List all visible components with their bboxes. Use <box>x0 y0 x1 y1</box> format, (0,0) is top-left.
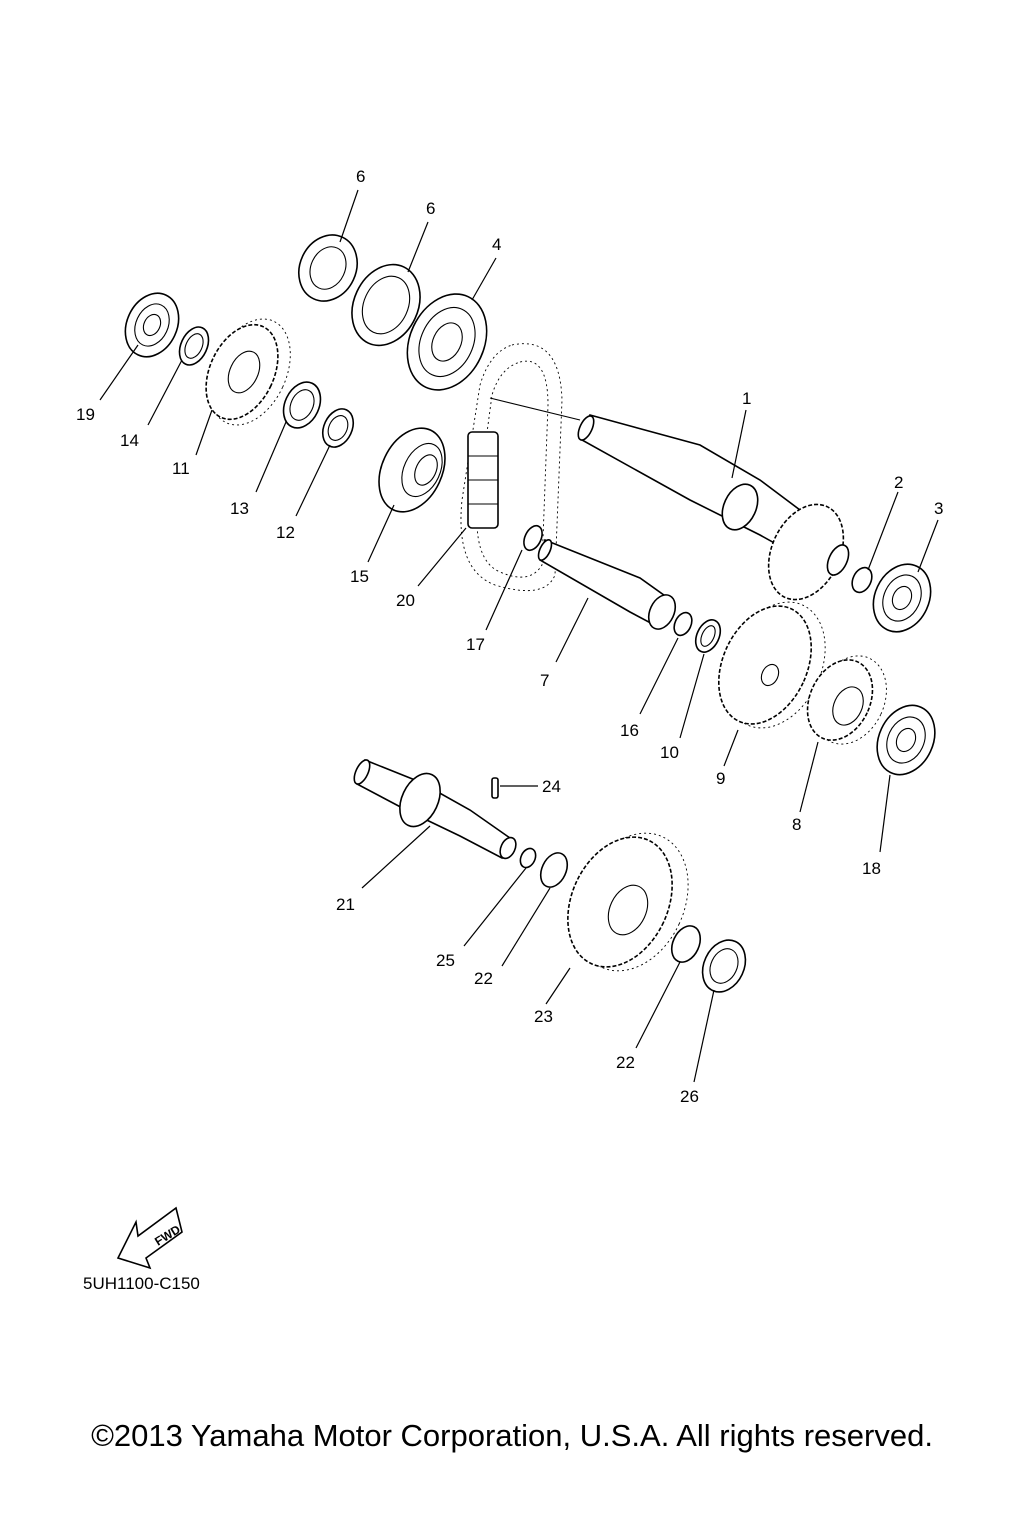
output-shaft-21 <box>353 758 517 860</box>
callout-c9: 9 <box>716 769 725 788</box>
washer-10 <box>694 619 722 653</box>
washer-12 <box>321 408 355 448</box>
needle-bearing-13 <box>282 381 322 429</box>
bearing-18 <box>876 704 936 776</box>
callout-c6: 6 <box>426 199 435 218</box>
bearing-4 <box>406 293 488 391</box>
circlip-16 <box>673 611 693 637</box>
copyright-notice: ©2013 Yamaha Motor Corporation, U.S.A. A… <box>91 1418 933 1453</box>
bearing-19 <box>124 292 180 358</box>
callout-c12: 12 <box>276 523 295 542</box>
washer-14 <box>178 326 210 366</box>
bearing-3 <box>872 563 932 633</box>
callout-c19: 19 <box>76 405 95 424</box>
gear-11 <box>205 318 291 426</box>
callout-c1: 1 <box>742 389 751 408</box>
dog-clutch-15 <box>378 427 446 513</box>
callout-c8: 8 <box>792 815 801 834</box>
dowel-pin-24 <box>491 777 499 799</box>
circlip-22-left <box>539 852 569 888</box>
circlip-22-right <box>670 925 702 963</box>
gear-23 <box>567 832 689 972</box>
callout-c14: 14 <box>120 431 139 450</box>
callout-c13: 13 <box>230 499 249 518</box>
gear-8 <box>806 655 887 745</box>
callout-c18: 18 <box>862 859 881 878</box>
callout-c22b: 22 <box>616 1053 635 1072</box>
callout-c7: 7 <box>540 671 549 690</box>
oil-seal-6 <box>351 263 421 347</box>
leader-lines <box>99 189 939 1083</box>
circlip-2 <box>851 566 873 594</box>
callout-c23: 23 <box>534 1007 553 1026</box>
callout-c22a: 22 <box>474 969 493 988</box>
main-shaft-1 <box>489 397 850 601</box>
callout-c17: 17 <box>466 635 485 654</box>
callout-c5: 6 <box>356 167 365 186</box>
o-ring-17 <box>523 524 543 552</box>
callout-c15: 15 <box>350 567 369 586</box>
callout-c10: 10 <box>660 743 679 762</box>
callout-c26: 26 <box>680 1087 699 1106</box>
callout-labels: 6 6 4 1 2 3 19 14 11 13 12 15 20 17 7 16… <box>76 167 943 1106</box>
drive-chain-20 <box>460 343 563 592</box>
callout-c20: 20 <box>396 591 415 610</box>
callout-c24: 24 <box>542 777 561 796</box>
fwd-arrow-icon: FWD <box>116 1206 183 1270</box>
callout-c25: 25 <box>436 951 455 970</box>
callout-c2: 2 <box>894 473 903 492</box>
clip-25 <box>519 847 537 869</box>
callout-c16: 16 <box>620 721 639 740</box>
needle-bearing-26 <box>701 939 747 993</box>
callout-c11: 11 <box>172 459 190 478</box>
callout-c4: 4 <box>492 235 501 254</box>
drive-axle-7 <box>537 538 677 630</box>
callout-c3: 3 <box>934 499 943 518</box>
diagram-code: 5UH1100-C150 <box>83 1274 200 1293</box>
oil-seal-5 <box>298 234 358 302</box>
callout-c21: 21 <box>336 895 355 914</box>
